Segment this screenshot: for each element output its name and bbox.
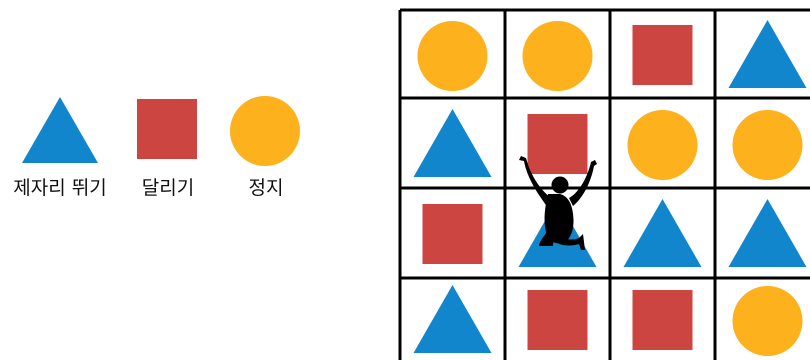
grid-cell-r0-c0[interactable] xyxy=(418,21,488,91)
triangle-shape-icon xyxy=(624,199,702,267)
triangle-shape-icon xyxy=(729,20,807,88)
grid-cell-r1-c2[interactable] xyxy=(628,110,698,180)
square-shape-icon xyxy=(528,114,588,174)
grid-cell-r0-c2[interactable] xyxy=(633,25,693,85)
circle-shape-icon xyxy=(418,21,488,91)
grid-cell-r0-c1[interactable] xyxy=(523,21,593,91)
grid-cell-r2-c2[interactable] xyxy=(624,199,702,267)
grid-cell-r3-c3[interactable] xyxy=(733,286,803,356)
grid-cell-r2-c0[interactable] xyxy=(423,204,483,264)
grid-cell-r3-c1[interactable] xyxy=(528,290,588,350)
grid-cell-r1-c1[interactable] xyxy=(528,114,588,174)
grid-cell-r1-c3[interactable] xyxy=(733,110,803,180)
grid-cell-r2-c3[interactable] xyxy=(729,199,807,267)
grid-cell-r1-c0[interactable] xyxy=(414,109,492,177)
grid-cell-r3-c0[interactable] xyxy=(414,285,492,353)
circle-shape-icon xyxy=(733,110,803,180)
circle-shape-icon xyxy=(628,110,698,180)
circle-shape-icon xyxy=(733,286,803,356)
circle-shape-icon xyxy=(523,21,593,91)
triangle-shape-icon xyxy=(414,285,492,353)
grid-cell-r0-c3[interactable] xyxy=(729,20,807,88)
square-shape-icon xyxy=(633,25,693,85)
triangle-shape-icon xyxy=(414,109,492,177)
square-shape-icon xyxy=(528,290,588,350)
square-shape-icon xyxy=(423,204,483,264)
square-shape-icon xyxy=(633,290,693,350)
grid-cell-r3-c2[interactable] xyxy=(633,290,693,350)
triangle-shape-icon xyxy=(729,199,807,267)
